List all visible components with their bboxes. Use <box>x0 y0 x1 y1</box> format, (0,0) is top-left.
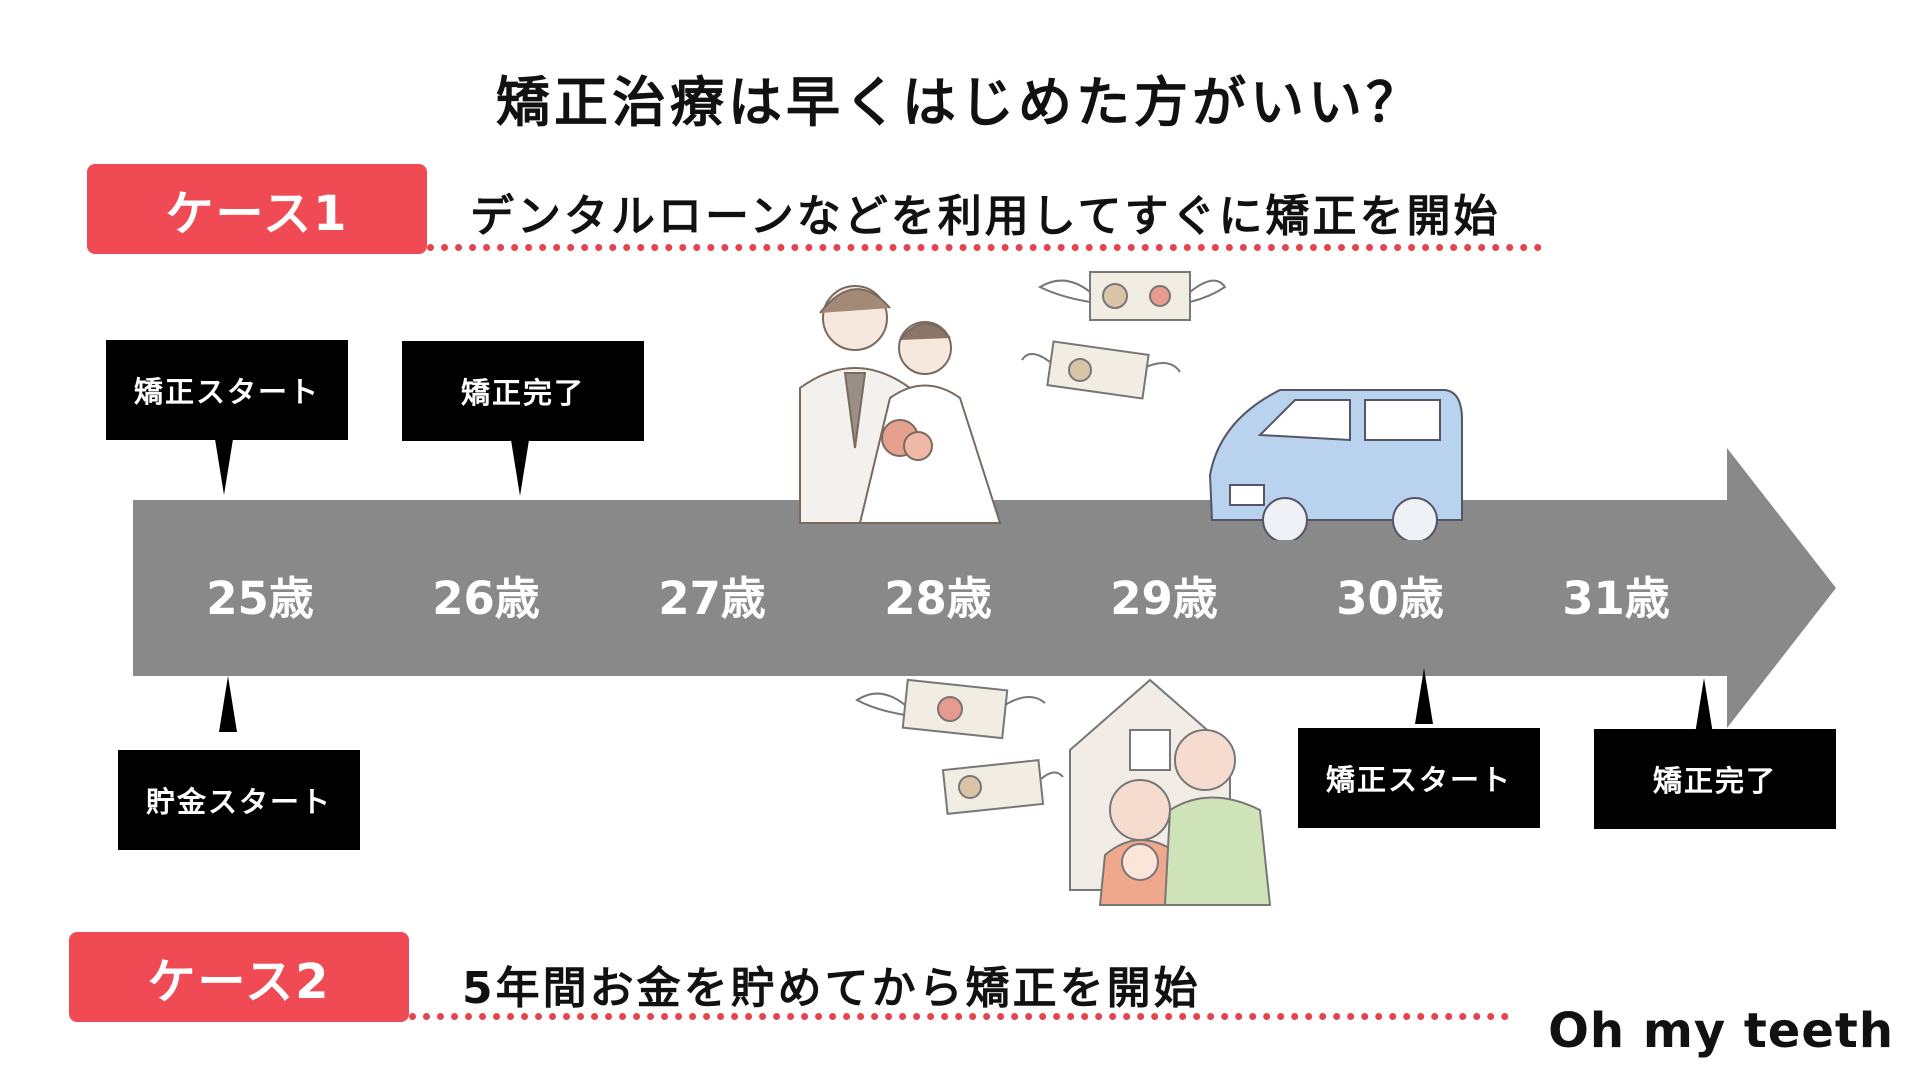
age-26: 26歳 <box>432 572 540 625</box>
brand-logo: Oh my teeth <box>1548 1003 1894 1059</box>
age-27: 27歳 <box>658 572 766 625</box>
case2-callout-complete-pointer <box>1695 678 1713 734</box>
age-30: 30歳 <box>1336 572 1444 625</box>
case2-callout-savings: 貯金スタート <box>118 750 360 850</box>
case1-dotted-underline <box>427 244 1542 251</box>
case1-callout-complete-pointer <box>511 440 529 496</box>
age-29: 29歳 <box>1110 572 1218 625</box>
flying-money-illustration-bottom <box>855 678 1064 815</box>
age-31: 31歳 <box>1562 572 1670 625</box>
case2-description: 5年間お金を貯めてから矯正を開始 <box>462 963 1201 1014</box>
page-title: 矯正治療は早くはじめた方がいい？ <box>496 71 1424 134</box>
case1-callout-start: 矯正スタート <box>106 340 348 440</box>
case2-dotted-underline <box>409 1013 1509 1020</box>
case1-badge: ケース1 <box>87 164 427 254</box>
case1-callout-start-pointer <box>215 439 233 495</box>
flying-money-illustration <box>1021 271 1227 400</box>
wedding-couple-illustration <box>799 285 1002 524</box>
case1-description: デンタルローンなどを利用してすぐに矯正を開始 <box>470 191 1501 242</box>
case2-callout-savings-pointer <box>219 676 237 732</box>
car-illustration <box>1208 389 1463 540</box>
family-house-illustration <box>1069 678 1272 906</box>
case2-badge: ケース2 <box>69 932 409 1022</box>
case2-callout-complete: 矯正完了 <box>1594 729 1836 829</box>
case1-callout-complete: 矯正完了 <box>402 341 644 441</box>
case2-callout-start-pointer <box>1415 668 1433 724</box>
case2-callout-start: 矯正スタート <box>1298 728 1540 828</box>
age-25: 25歳 <box>206 572 314 625</box>
age-28: 28歳 <box>884 572 992 625</box>
